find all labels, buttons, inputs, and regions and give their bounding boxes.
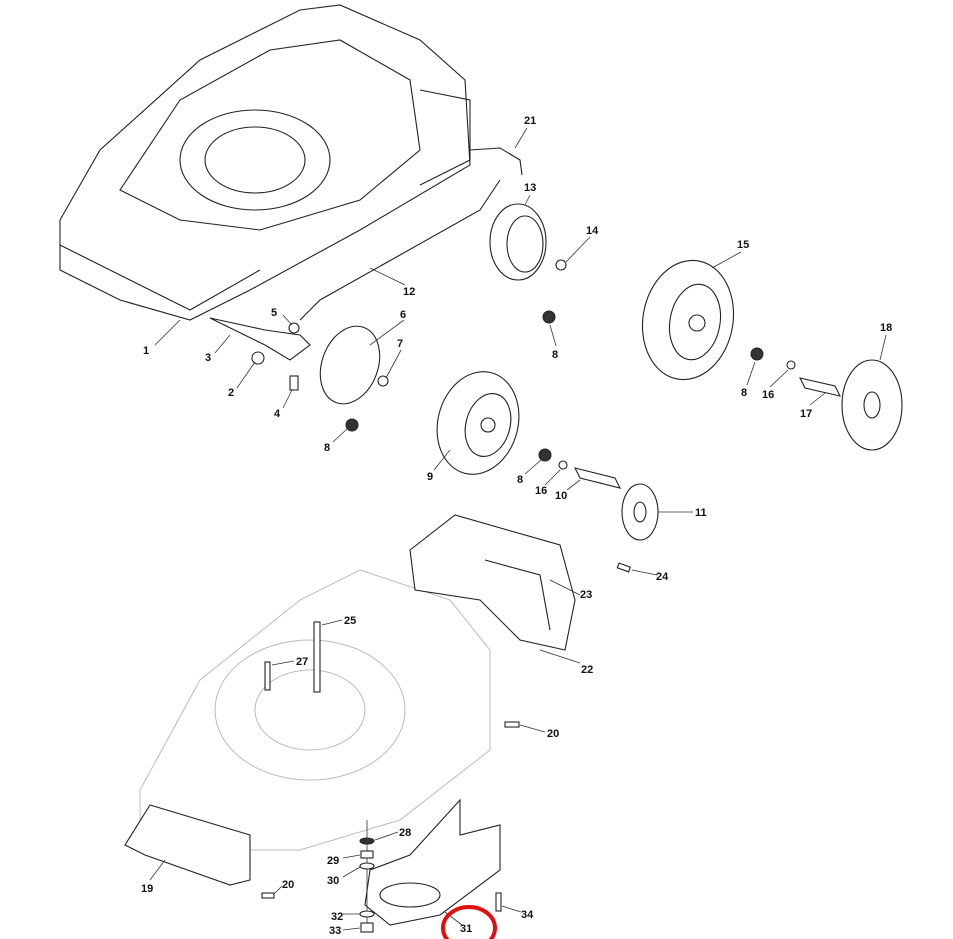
disc-6: [319, 325, 381, 405]
nut-5: [288, 322, 300, 334]
washer-16: [558, 460, 568, 470]
nut-33: [360, 922, 374, 933]
bracket-3: [209, 317, 311, 361]
bearing-8: [750, 347, 764, 361]
bearing-8: [345, 418, 359, 432]
chute-22: [409, 514, 576, 651]
part-label[interactable]: 4: [274, 408, 281, 420]
washer-16: [786, 360, 796, 370]
bolt-34: [495, 892, 502, 912]
washer-32: [359, 910, 375, 918]
part-label[interactable]: 10: [555, 490, 567, 502]
bolt-4: [289, 375, 299, 391]
rear-wheel-15: [641, 259, 735, 381]
part-label[interactable]: 6: [400, 309, 406, 321]
part-label[interactable]: 20: [547, 728, 559, 740]
part-label[interactable]: 8: [517, 474, 523, 486]
bolt-25: [313, 621, 321, 693]
bolt-10: [573, 467, 622, 489]
part-label[interactable]: 2: [228, 387, 234, 399]
washer-7: [377, 375, 389, 387]
hubcap-11: [621, 483, 659, 541]
part-label[interactable]: 5: [271, 307, 277, 319]
part-label[interactable]: 3: [205, 352, 211, 364]
part-label[interactable]: 16: [762, 389, 774, 401]
part-label[interactable]: 30: [327, 875, 339, 887]
part-label[interactable]: 29: [327, 855, 339, 867]
part-label[interactable]: 1: [143, 345, 149, 357]
gear-ring-13: [489, 203, 547, 281]
part-label[interactable]: 11: [695, 507, 707, 519]
bracket-21: [469, 147, 523, 176]
part-labels-lower: 24 23 22 25 27 20 28 29 30 19 20 32 33 3…: [141, 571, 669, 937]
part-label[interactable]: 12: [403, 286, 415, 298]
part-label[interactable]: 34: [521, 909, 534, 921]
part-label-highlighted[interactable]: 31: [460, 923, 472, 935]
part-label[interactable]: 8: [324, 442, 330, 454]
mower-deck-upper: [59, 4, 471, 321]
mower-deck-lower: [139, 569, 491, 851]
part-label[interactable]: 18: [880, 322, 892, 334]
bolt-17: [798, 377, 842, 397]
part-label[interactable]: 9: [427, 471, 433, 483]
part-label[interactable]: 21: [524, 115, 536, 127]
part-label[interactable]: 7: [397, 338, 403, 350]
blade-guard-31: [364, 798, 501, 926]
bolt-27: [264, 661, 271, 691]
screw-20: [504, 721, 520, 728]
nut-29: [360, 850, 374, 859]
part-label[interactable]: 32: [331, 911, 343, 923]
part-label[interactable]: 15: [737, 239, 749, 251]
part-label[interactable]: 27: [296, 656, 308, 668]
flap-19: [124, 804, 251, 886]
part-label[interactable]: 25: [344, 615, 356, 627]
part-label[interactable]: 23: [580, 589, 592, 601]
part-label[interactable]: 16: [535, 485, 547, 497]
part-label[interactable]: 22: [581, 664, 593, 676]
washer-14: [555, 259, 567, 271]
part-label[interactable]: 14: [586, 225, 599, 237]
spring-24: [616, 562, 632, 573]
part-label[interactable]: 24: [656, 571, 669, 583]
part-label[interactable]: 28: [399, 827, 411, 839]
washer-28: [359, 837, 375, 845]
part-label[interactable]: 17: [800, 408, 812, 420]
rod-12: [299, 179, 501, 321]
part-label[interactable]: 13: [524, 182, 536, 194]
part-label[interactable]: 20: [282, 879, 294, 891]
hubcap-18: [841, 359, 903, 451]
highlight-circle: [441, 905, 497, 939]
washer-2: [251, 351, 265, 365]
part-labels-upper: 1 2 3 4 5 6 7 8 9 8 16 10 11 12 13 14 15…: [143, 115, 892, 519]
part-label[interactable]: 8: [552, 349, 558, 361]
leader-lines: [149, 127, 887, 931]
bearing-8: [542, 310, 556, 324]
part-label[interactable]: 19: [141, 883, 153, 895]
front-wheel-9: [436, 371, 520, 475]
washer-30: [359, 862, 375, 870]
part-label[interactable]: 33: [329, 925, 341, 937]
screw-20: [261, 892, 275, 899]
part-label[interactable]: 8: [741, 387, 747, 399]
bearing-8: [538, 448, 552, 462]
